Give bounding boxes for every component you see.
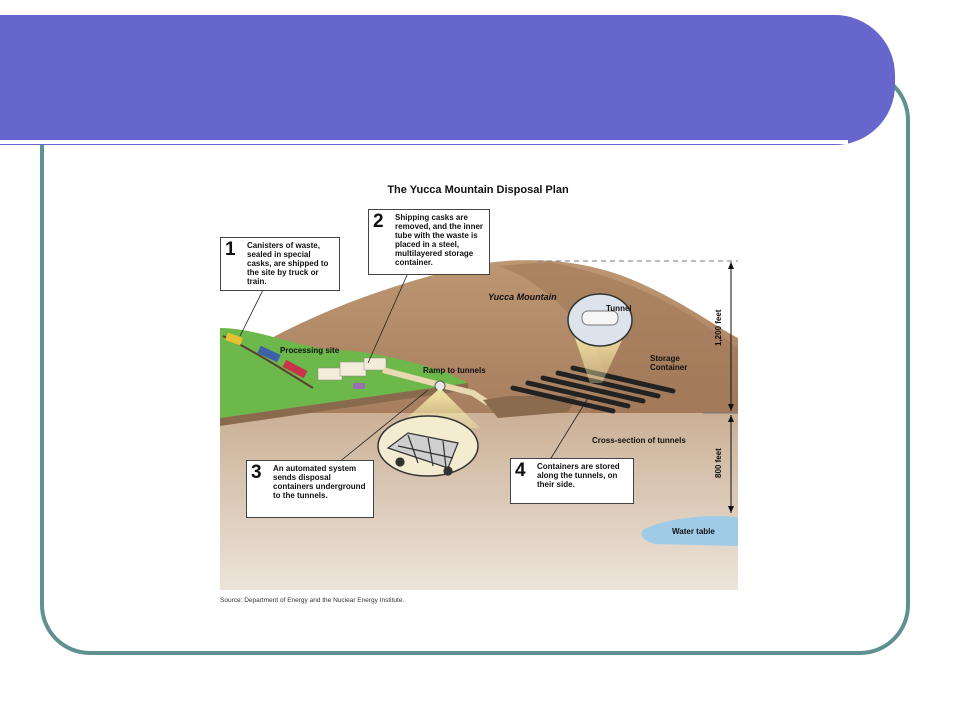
processing-building-3	[363, 357, 387, 371]
callout-line-2	[367, 272, 409, 364]
mountain-label: Yucca Mountain	[488, 292, 557, 302]
train-car-3	[282, 359, 308, 379]
yucca-diagram: The Yucca Mountain Disposal Plan 1 Canis…	[218, 178, 738, 610]
ramp-label: Ramp to tunnels	[423, 366, 486, 375]
ramp-tunnel	[382, 367, 490, 406]
step-3-number: 3	[251, 462, 262, 483]
callout-line-4	[547, 397, 589, 464]
step-2-text: Shipping casks are removed, and the inne…	[395, 213, 484, 267]
storage-container-label: Storage Container	[650, 354, 688, 372]
step-1-text: Canisters of waste, sealed in special ca…	[247, 241, 329, 286]
step-2-number: 2	[373, 211, 384, 232]
step-3-callout: 3 An automated system sends disposal con…	[246, 460, 374, 518]
processing-truck	[353, 383, 365, 389]
storage-container-icon	[581, 310, 619, 326]
step-3-text: An automated system sends disposal conta…	[273, 464, 366, 500]
cross-section-label: Cross-section of tunnels	[592, 436, 686, 445]
banner-divider	[0, 140, 848, 144]
processing-building-2	[339, 361, 367, 377]
step-4-text: Containers are stored along the tunnels,…	[537, 462, 620, 489]
train-car-2	[257, 345, 281, 363]
step-1-number: 1	[225, 239, 236, 260]
processing-building-1	[317, 367, 343, 381]
step-4-number: 4	[515, 460, 526, 481]
diagram-title: The Yucca Mountain Disposal Plan	[387, 184, 569, 196]
water-table-label: Water table	[672, 527, 715, 536]
access-drift	[483, 396, 578, 418]
step-4-callout: 4 Containers are stored along the tunnel…	[510, 458, 634, 504]
water-table	[641, 516, 738, 546]
step-1-callout: 1 Canisters of waste, sealed in special …	[220, 237, 340, 291]
title-banner	[0, 15, 895, 145]
diagram-illustration	[220, 260, 738, 590]
processing-site-label: Processing site	[280, 346, 340, 355]
source-note: Source: Department of Energy and the Nuc…	[220, 597, 405, 604]
grass-edge	[220, 383, 468, 426]
callout-line-3	[337, 389, 429, 464]
height-upper-label: 1,200 feet	[714, 309, 723, 346]
height-lower-label: 800 feet	[714, 448, 723, 478]
transporter-icon	[386, 432, 459, 476]
step-2-callout: 2 Shipping casks are removed, and the in…	[368, 209, 490, 275]
underground-section	[220, 403, 738, 590]
callout-line-1	[239, 289, 264, 337]
tunnel-label: Tunnel	[606, 304, 632, 313]
train-car-1	[225, 332, 243, 346]
